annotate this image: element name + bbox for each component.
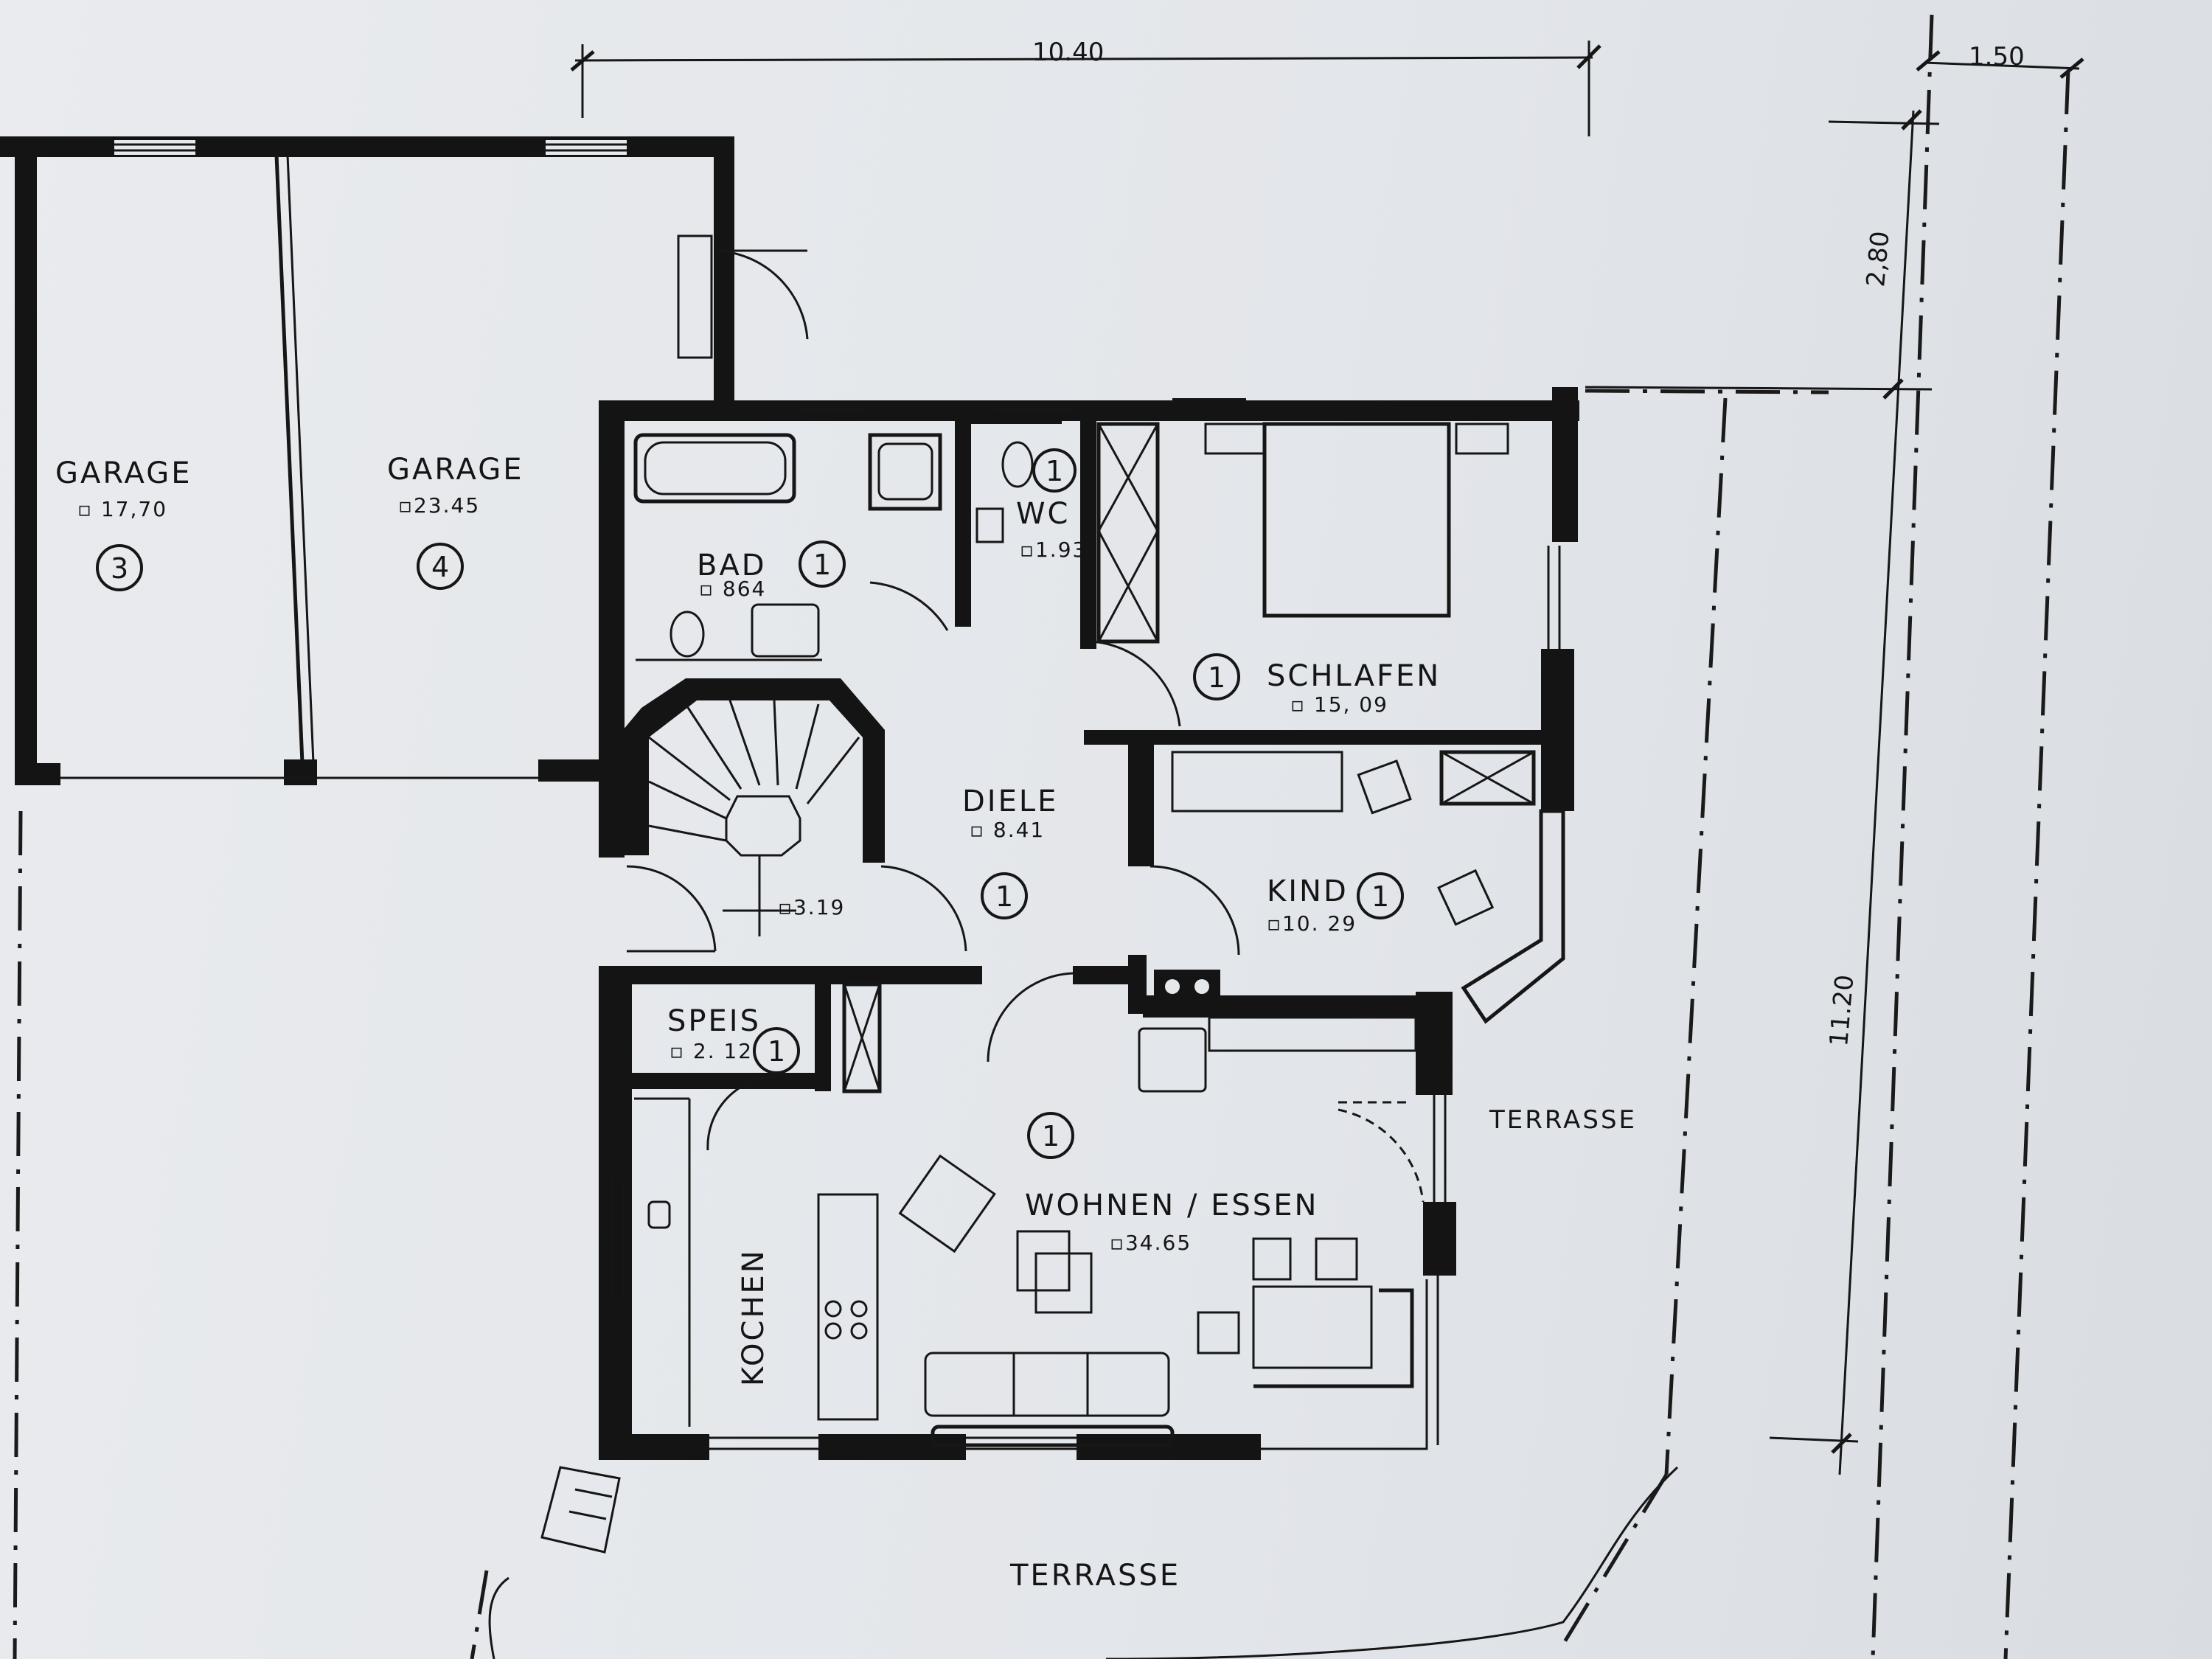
schlafen-area: ▫ 15, 09 xyxy=(1290,692,1388,717)
dimension-lines xyxy=(570,41,2084,1475)
dim-right-offset: 1.50 xyxy=(1969,42,2025,72)
stair-area: ▫3.19 xyxy=(778,895,845,919)
dim-top-width: 10.40 xyxy=(1032,38,1104,67)
wc-name: WC xyxy=(1016,497,1070,531)
garage-b-unit: 4 xyxy=(431,551,449,583)
house-walls xyxy=(599,387,1579,1460)
speis-unit: 1 xyxy=(768,1035,785,1068)
bad-area: ▫ 864 xyxy=(699,577,766,601)
kind-name: KIND xyxy=(1267,874,1349,908)
terrasse-south-label: TERRASSE xyxy=(1009,1559,1180,1593)
kind-area: ▫10. 29 xyxy=(1267,911,1357,936)
diele-area: ▫ 8.41 xyxy=(970,818,1045,842)
property-lines xyxy=(13,14,2070,1659)
wc-unit: 1 xyxy=(1046,455,1063,487)
garage-a-area: ▫ 17,70 xyxy=(77,497,167,521)
kochen-name: KOCHEN xyxy=(737,1248,771,1386)
bad-unit: 1 xyxy=(813,549,831,581)
garage-a-unit: 3 xyxy=(111,552,128,585)
schlafen-unit: 1 xyxy=(1208,661,1225,694)
schlafen-name: SCHLAFEN xyxy=(1267,659,1441,693)
dim-right-upper: 2,80 xyxy=(1861,230,1895,288)
diele-unit: 1 xyxy=(995,880,1013,913)
wohnen-area: ▫34.65 xyxy=(1110,1231,1192,1255)
wohnen-name: WOHNEN / ESSEN xyxy=(1025,1189,1318,1222)
wohnen-unit: 1 xyxy=(1042,1120,1060,1152)
terrace-outline xyxy=(488,1466,1679,1659)
fixtures xyxy=(626,422,1536,1447)
kind-unit: 1 xyxy=(1371,880,1389,913)
diele-name: DIELE xyxy=(962,785,1058,818)
terrasse-east-label: TERRASSE xyxy=(1489,1105,1637,1135)
dim-right-depth: 11.20 xyxy=(1824,973,1860,1047)
speis-name: SPEIS xyxy=(667,1004,761,1038)
labels: 10.40 1.50 2,80 11.20 GARAGE ▫ 17,70 3 G… xyxy=(55,38,2025,1593)
speis-area: ▫ 2. 12 xyxy=(669,1039,753,1063)
garage-block xyxy=(0,136,809,785)
garage-b-name: GARAGE xyxy=(387,453,524,487)
garage-b-area: ▫23.45 xyxy=(398,493,480,518)
wc-area: ▫1.93 xyxy=(1020,538,1087,562)
garage-a-name: GARAGE xyxy=(55,456,192,490)
bad-name: BAD xyxy=(697,549,767,582)
